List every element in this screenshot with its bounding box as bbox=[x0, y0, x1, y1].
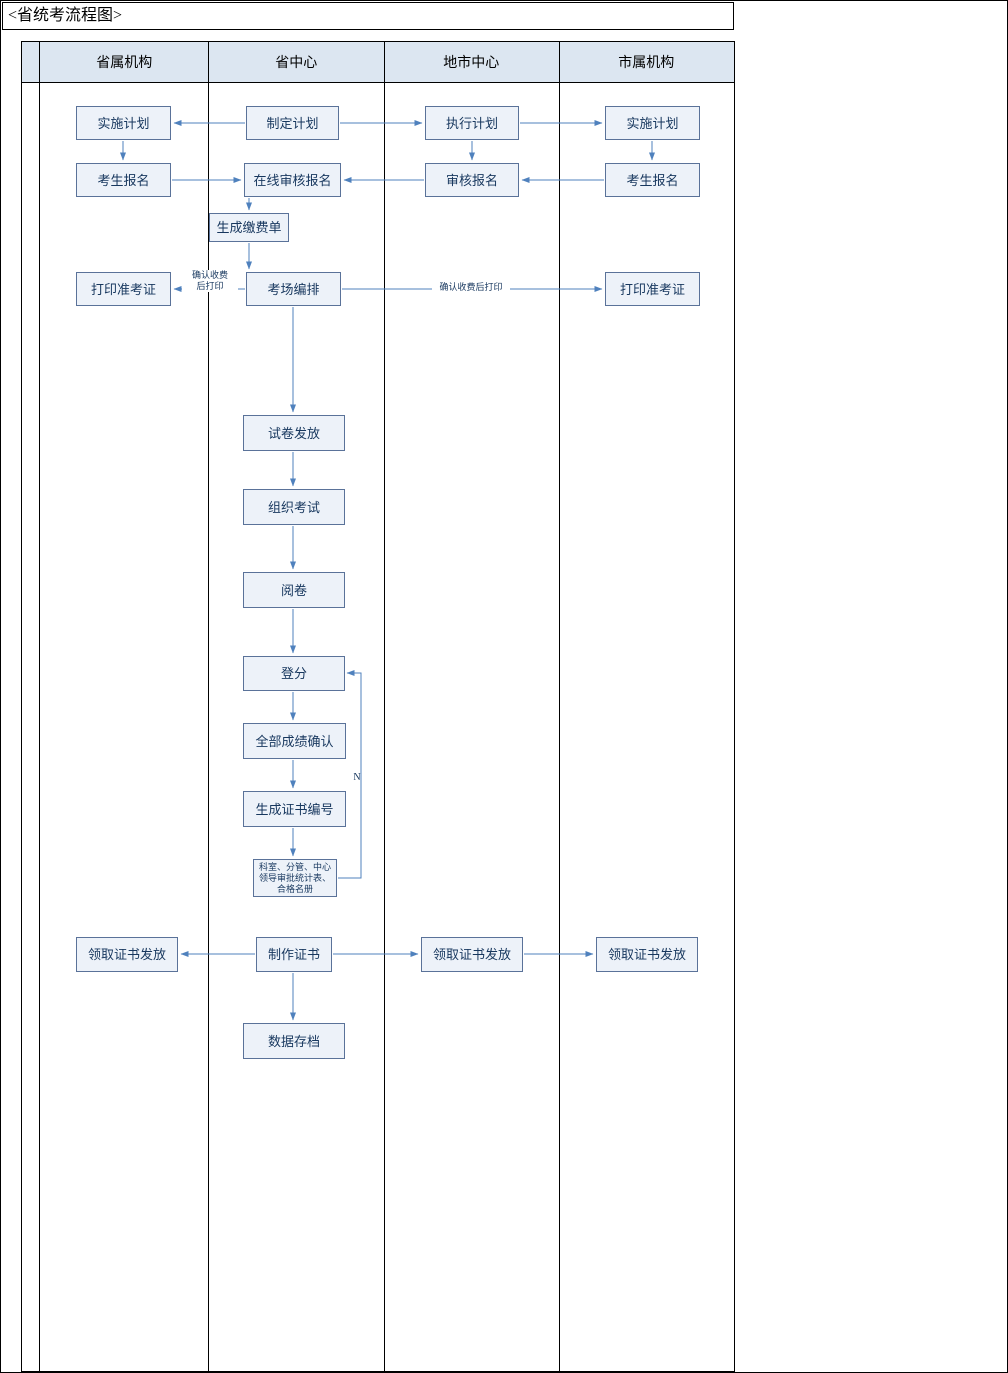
node-print-admission-ticket-municipal: 打印准考证 bbox=[605, 272, 700, 306]
swimlane-table bbox=[21, 41, 735, 1372]
node-make-plan: 制定计划 bbox=[246, 106, 339, 140]
node-score-entry: 登分 bbox=[243, 656, 345, 691]
lane-header-city-center: 地市中心 bbox=[443, 56, 500, 71]
edge-label-confirm-fee-print-left: 确认收费 后打印 bbox=[182, 270, 238, 292]
node-execute-plan: 执行计划 bbox=[425, 106, 519, 140]
edge-label-feedback-n: N bbox=[353, 772, 361, 783]
node-grading: 阅卷 bbox=[243, 572, 345, 608]
node-receive-certificate-city-center: 领取证书发放 bbox=[421, 937, 523, 972]
lane-divider-provincial-institutions bbox=[39, 41, 40, 1372]
lane-header-municipal-institutions: 市属机构 bbox=[618, 56, 675, 71]
node-candidate-registration-municipal: 考生报名 bbox=[605, 163, 700, 197]
lane-divider-provincial-center bbox=[208, 41, 209, 1372]
node-organize-exam: 组织考试 bbox=[243, 489, 345, 525]
node-receive-certificate-provincial: 领取证书发放 bbox=[76, 937, 178, 972]
node-print-admission-ticket-provincial: 打印准考证 bbox=[76, 272, 171, 306]
node-generate-certificate-number: 生成证书编号 bbox=[243, 791, 346, 827]
lane-header-row: 省属机构 省中心 地市中心 市属机构 bbox=[22, 42, 734, 83]
node-paper-distribution: 试卷发放 bbox=[243, 415, 345, 451]
node-data-archive: 数据存档 bbox=[243, 1023, 345, 1059]
node-receive-certificate-municipal: 领取证书发放 bbox=[596, 937, 698, 972]
node-exam-room-arrangement: 考场编排 bbox=[246, 272, 341, 306]
node-candidate-registration-provincial: 考生报名 bbox=[76, 163, 171, 197]
lane-header-provincial-institutions: 省属机构 bbox=[96, 56, 153, 71]
node-make-certificate: 制作证书 bbox=[256, 937, 332, 972]
node-review-registration: 审核报名 bbox=[425, 163, 519, 197]
node-all-scores-confirmation: 全部成绩确认 bbox=[243, 723, 346, 759]
node-online-review-registration: 在线审核报名 bbox=[244, 163, 341, 197]
lane-header-provincial-center: 省中心 bbox=[275, 56, 318, 71]
diagram-title: <省统考流程图> bbox=[2, 2, 734, 30]
lane-divider-city-center bbox=[384, 41, 385, 1372]
node-implement-plan-municipal: 实施计划 bbox=[605, 106, 700, 140]
node-implement-plan-provincial: 实施计划 bbox=[76, 106, 171, 140]
edge-label-confirm-fee-print-right: 确认收费后打印 bbox=[432, 282, 510, 293]
lane-header-row-gutter bbox=[22, 42, 40, 82]
node-generate-payment-slip: 生成缴费单 bbox=[209, 213, 289, 242]
lane-divider-municipal-institutions bbox=[559, 41, 560, 1372]
node-leader-approval-roster: 科室、分管、中心领导审批统计表、合格名册 bbox=[253, 859, 337, 897]
